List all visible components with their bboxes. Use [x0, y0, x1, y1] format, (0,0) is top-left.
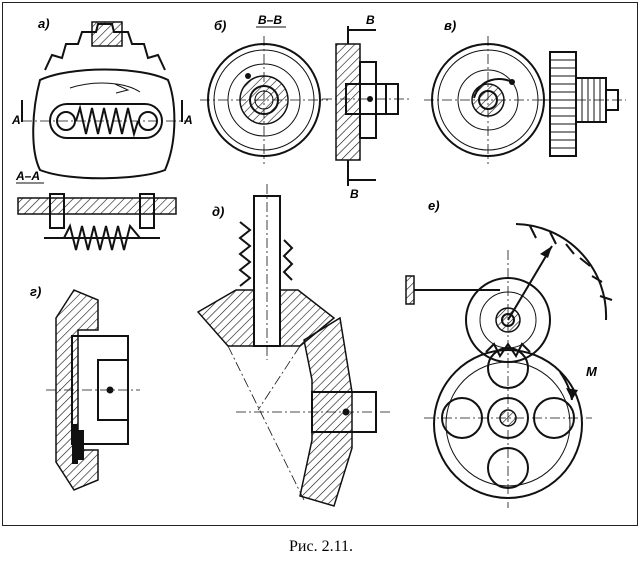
- label-a: а): [38, 16, 50, 31]
- section-aa-spring: [63, 223, 141, 251]
- panel-b: б) В–В В В: [200, 13, 412, 201]
- figure-caption: Рис. 2.11.: [289, 538, 353, 555]
- panel-a: а) А А А–А: [11, 16, 193, 251]
- mark-b-bottom: В: [350, 187, 359, 201]
- panel-e: е) М: [405, 198, 613, 508]
- label-b: б): [214, 18, 226, 33]
- mechanism-drawing: а) А А А–А б) В–В: [11, 13, 626, 508]
- left-pin: [56, 111, 76, 131]
- panel-v: в): [424, 18, 626, 164]
- side-disk: [335, 43, 361, 161]
- d-bevel-gear-top: [196, 289, 255, 347]
- e-pointer: [507, 245, 553, 321]
- e-scale-ticks: [529, 225, 613, 301]
- section-bb-label: В–В: [258, 13, 282, 27]
- e-moment-label: М: [586, 364, 598, 379]
- label-e: е): [428, 198, 440, 213]
- plate-outline: [32, 68, 176, 180]
- e-lower-wheel: [433, 349, 583, 499]
- section-aa-plate: [17, 197, 177, 215]
- label-d: д): [212, 204, 224, 219]
- label-v: в): [444, 18, 456, 33]
- e-scale-arc: [515, 223, 608, 321]
- panel-g: г): [30, 284, 140, 491]
- mark-b-top: В: [366, 13, 375, 27]
- section-aa-pin-left: [49, 193, 65, 229]
- v-spiral-spring: [473, 78, 513, 99]
- panel-d: д): [196, 184, 392, 507]
- d-spring: [238, 221, 252, 287]
- section-aa-label: А–А: [15, 169, 40, 183]
- mark-a-left: А: [11, 113, 21, 127]
- mark-a-right: А: [183, 113, 193, 127]
- gear-tooth-block: [91, 21, 123, 47]
- label-g: г): [30, 284, 41, 299]
- section-aa-pin-right: [139, 193, 155, 229]
